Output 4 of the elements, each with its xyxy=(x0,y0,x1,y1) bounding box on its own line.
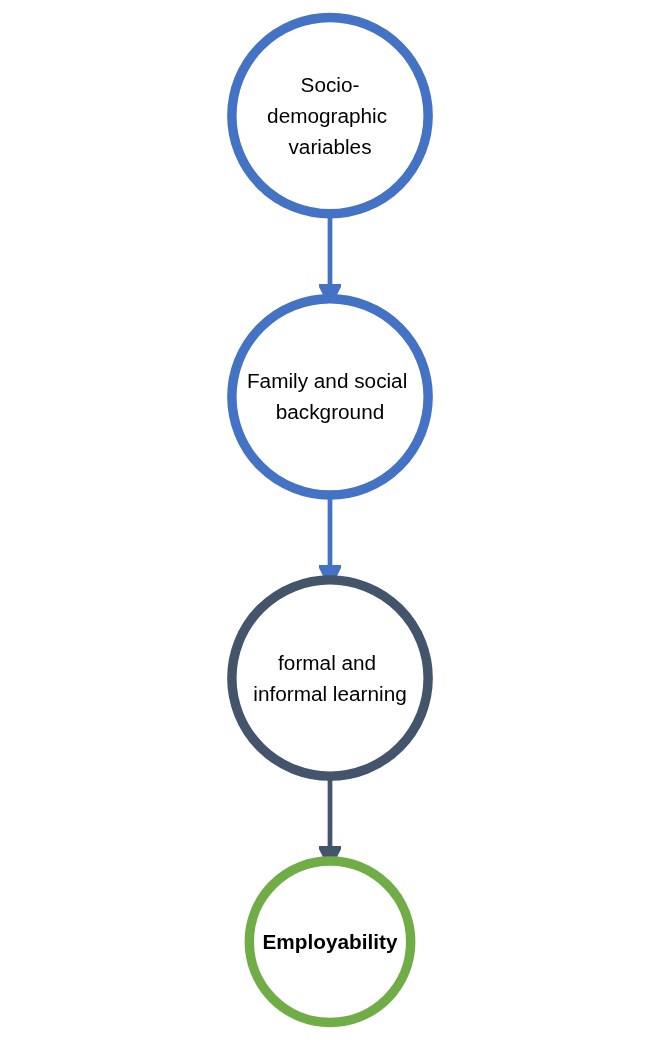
node-circle: formal and informal learning xyxy=(226,575,433,781)
node-circle: Employability xyxy=(244,856,415,1028)
node-circle: Family and social background xyxy=(226,294,433,500)
node-circle: Socio-demographic variables xyxy=(226,12,433,219)
